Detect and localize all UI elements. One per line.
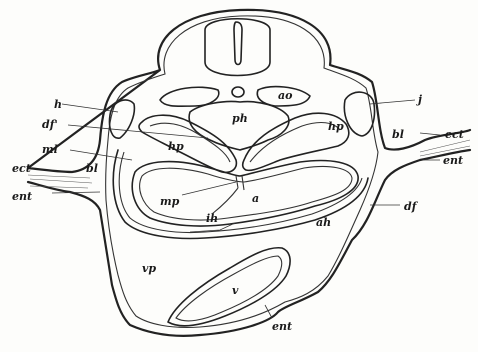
label-vp: vp	[142, 262, 156, 275]
neural-tube	[205, 19, 270, 76]
label-hp-right: hp	[328, 120, 344, 133]
somatopleure-layer	[106, 16, 378, 328]
ventricle	[168, 248, 290, 326]
label-j: j	[416, 93, 422, 106]
label-bl-left: bl	[86, 162, 98, 175]
label-ao: ao	[278, 89, 292, 102]
label-ml: ml	[42, 143, 58, 156]
label-df: df	[404, 200, 419, 213]
left-cardinal-vein	[109, 100, 134, 138]
label-ect-right: ect	[445, 128, 464, 141]
label-ah: ah	[316, 216, 331, 229]
label-v: v	[232, 284, 239, 297]
pharynx	[189, 101, 289, 150]
label-hp-left: hp	[168, 140, 184, 153]
label-a: a	[252, 192, 259, 205]
labels: h df' ml ect ent bl hp ph ao hp j bl ect…	[12, 89, 464, 333]
label-h: h	[54, 98, 62, 111]
label-bl-right: bl	[392, 128, 404, 141]
label-ent-right: ent	[443, 154, 463, 167]
label-ent-left: ent	[12, 190, 32, 203]
notochord	[232, 87, 244, 97]
neural-canal	[234, 22, 242, 65]
label-ih: ih	[206, 212, 218, 225]
label-mp: mp	[160, 195, 180, 208]
label-df-prime: df'	[42, 118, 58, 131]
label-ect-left: ect	[12, 162, 31, 175]
label-ent-bottom: ent	[272, 320, 292, 333]
label-ph: ph	[232, 112, 248, 125]
